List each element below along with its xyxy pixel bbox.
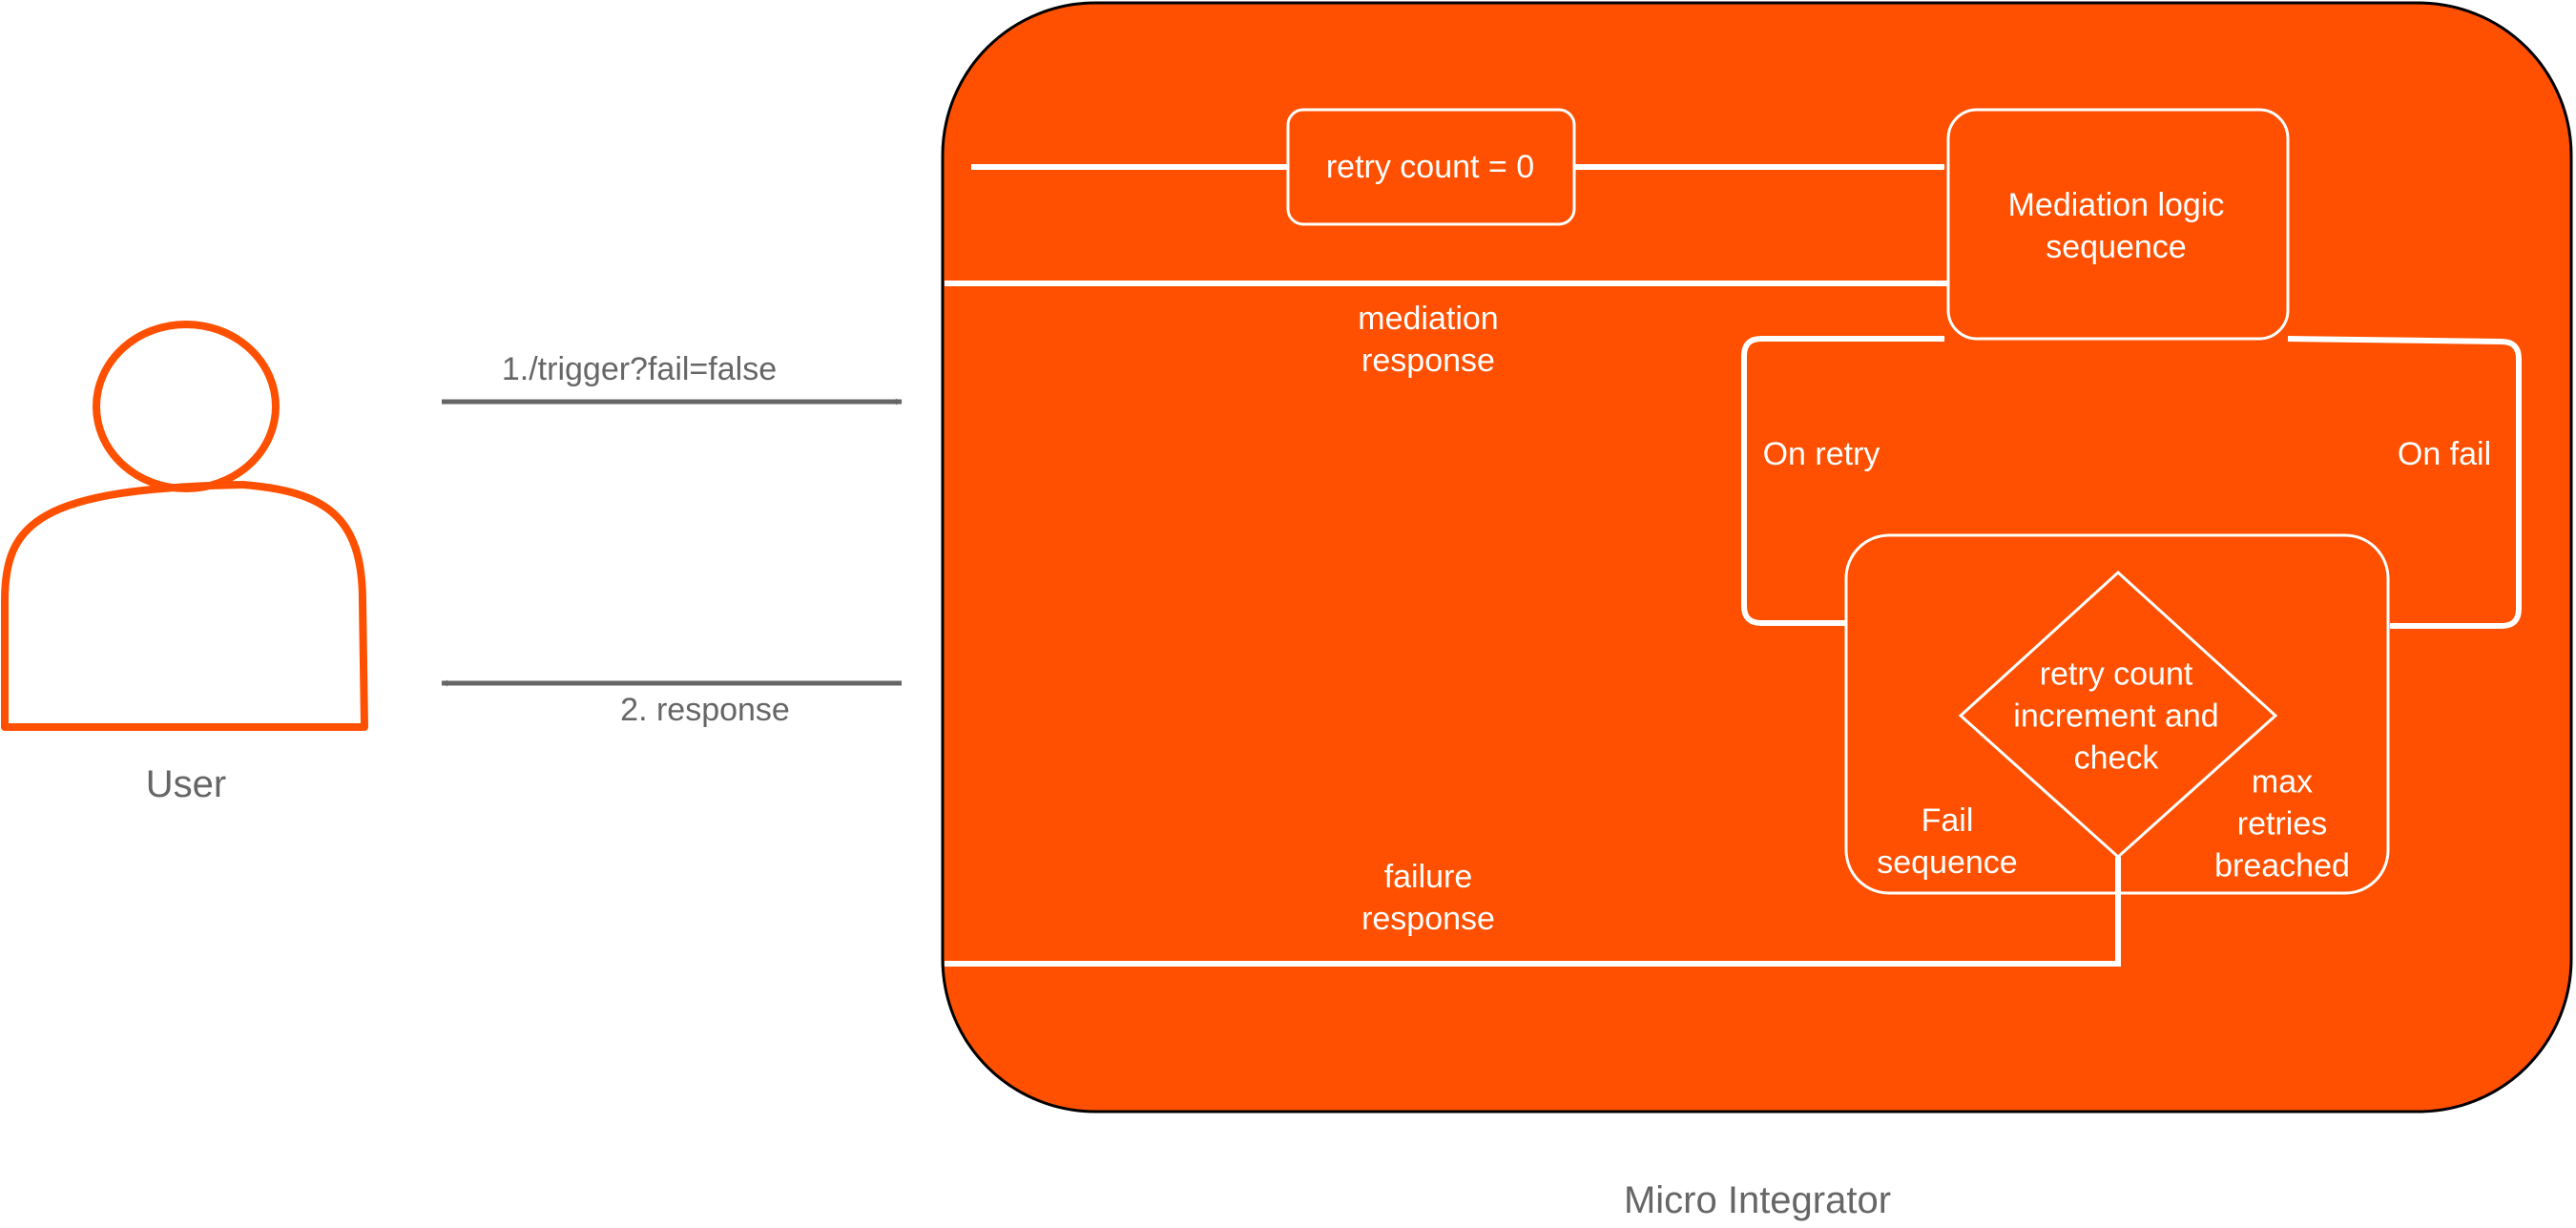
request-label: 1./trigger?fail=false — [501, 350, 778, 387]
mediation-logic-box — [1946, 108, 2290, 341]
on-fail-label: On fail — [2397, 435, 2492, 472]
user-icon — [1, 321, 368, 731]
on-retry-arrow — [1741, 335, 1945, 626]
on-fail-arrow — [2287, 336, 2522, 630]
failure-response-arrow — [944, 857, 2121, 968]
mediation-response-label: mediation response — [1358, 300, 1499, 379]
retry-count-box — [1286, 108, 1576, 226]
mediation-logic-text: Mediation logic sequence — [2007, 186, 2225, 265]
on-retry-label: On retry — [1762, 435, 1880, 472]
max-retries-label: max retries breached — [2214, 763, 2350, 885]
failure-response-label: failure response — [1361, 858, 1495, 937]
user-label: User — [145, 763, 227, 805]
container-label: Micro Integrator — [1623, 1179, 1892, 1221]
decision-text: retry count increment and check — [2013, 656, 2219, 778]
response-label: 2. response — [620, 691, 790, 728]
retry-count-text: retry count = 0 — [1325, 148, 1535, 185]
fail-sequence-label: Fail sequence — [1877, 801, 2018, 881]
